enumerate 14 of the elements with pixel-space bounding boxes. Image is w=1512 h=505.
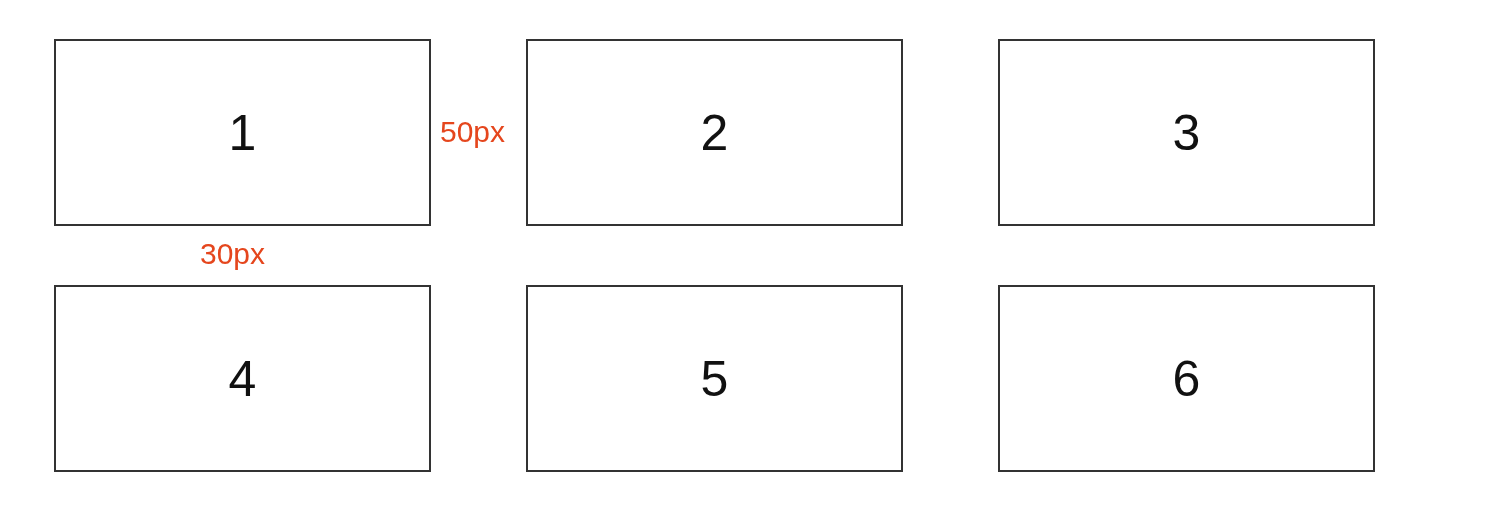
grid-item-box (54, 285, 431, 472)
item-number: 6 (1172, 349, 1201, 408)
grid-item-box (998, 39, 1375, 226)
item-number: 1 (228, 103, 257, 162)
grid-item-box (998, 285, 1375, 472)
item-number: 4 (228, 349, 257, 408)
item-number: 3 (1172, 103, 1201, 162)
grid-item-box (54, 39, 431, 226)
item-number: 5 (700, 349, 729, 408)
gap-size-label: 50px (440, 115, 506, 149)
grid-item-box (526, 285, 903, 472)
gap-size-label: 30px (200, 237, 266, 271)
item-number: 2 (700, 103, 729, 162)
grid-item-box (526, 39, 903, 226)
